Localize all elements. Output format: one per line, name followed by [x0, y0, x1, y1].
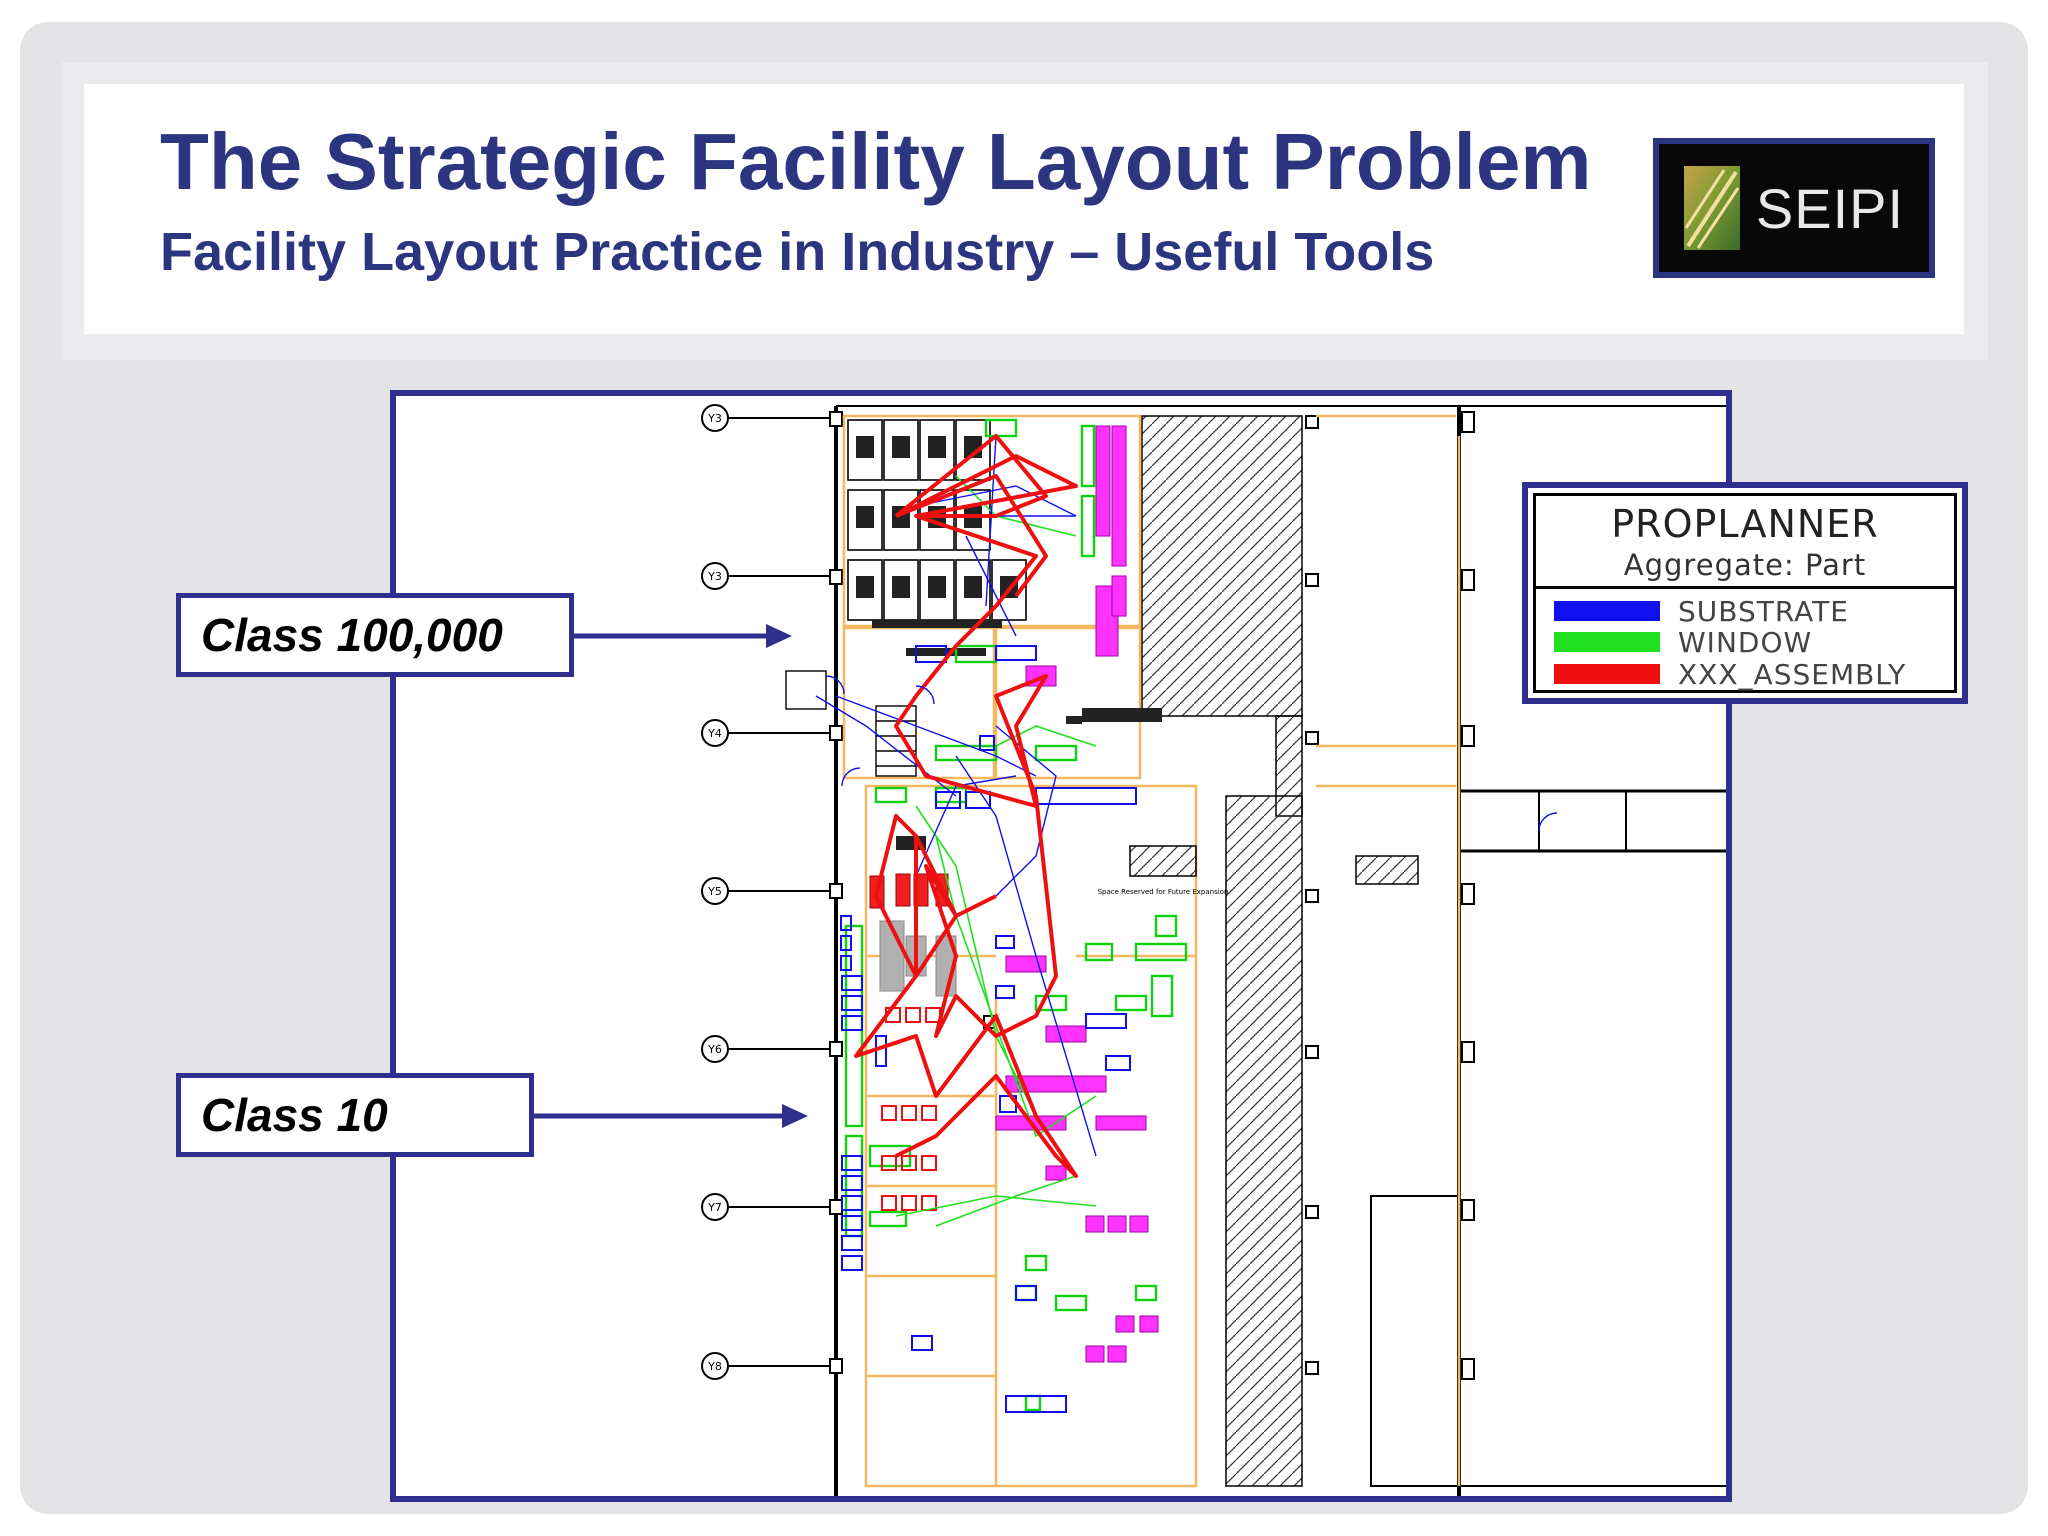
stairs — [785, 670, 917, 777]
grid-label: Y4 — [707, 727, 722, 740]
legend-label: WINDOW — [1678, 625, 1813, 659]
callout-label: Class 10 — [201, 1089, 388, 1141]
grid-label: Y3 — [707, 412, 722, 425]
grid-label: Y6 — [707, 1043, 722, 1056]
class-10-callout: Class 10 — [176, 1073, 534, 1157]
legend-item-window: WINDOW — [1554, 625, 1813, 659]
legend-box: PROPLANNER Aggregate: Part SUBSTRATE WIN… — [1533, 493, 1957, 693]
proplanner-legend: PROPLANNER Aggregate: Part SUBSTRATE WIN… — [1522, 482, 1968, 704]
grid-label: Y5 — [707, 885, 722, 898]
legend-swatch — [1554, 664, 1660, 684]
legend-divider — [1536, 586, 1954, 589]
seipi-logo: SEIPI — [1653, 138, 1935, 278]
header-panel — [84, 84, 1964, 334]
column-grid-labels: Y3 Y3 Y4 Y5 Y6 Y7 Y8 — [707, 412, 722, 1373]
callout-label: Class 100,000 — [201, 609, 503, 661]
class-100000-arrow — [570, 624, 792, 648]
legend-swatch — [1554, 601, 1660, 621]
legend-label: SUBSTRATE — [1678, 594, 1849, 628]
door-swings — [825, 675, 1558, 832]
reserved-area-label: Space Reserved for Future Expansion — [1098, 888, 1229, 896]
legend-title: PROPLANNER — [1611, 502, 1879, 546]
legend-swatch — [1554, 632, 1660, 652]
floor-plan: Y3 Y3 Y4 Y5 Y6 Y7 Y8 — [390, 390, 1732, 1502]
grid-label: Y7 — [707, 1201, 722, 1214]
column-grid-markers — [701, 404, 836, 1380]
logo-mark-icon — [1683, 166, 1740, 250]
legend-item-substrate: SUBSTRATE — [1554, 594, 1849, 628]
reserved-area — [1129, 845, 1197, 877]
hatched-zones — [1141, 415, 1419, 1487]
assembly-flow-lines — [854, 434, 1078, 1178]
class-100000-callout: Class 100,000 — [176, 593, 574, 677]
grid-label: Y8 — [707, 1360, 722, 1373]
legend-label: XXX_ASSEMBLY — [1678, 657, 1907, 691]
class-10-arrow — [530, 1104, 808, 1128]
grid-label: Y3 — [707, 570, 722, 583]
logo-text: SEIPI — [1755, 176, 1905, 240]
legend-subtitle: Aggregate: Part — [1623, 548, 1867, 582]
slide-title: The Strategic Facility Layout Problem — [160, 117, 1592, 206]
floor-plan-drawing: Y3 Y3 Y4 Y5 Y6 Y7 Y8 — [701, 404, 1726, 1496]
slide-subtitle: Facility Layout Practice in Industry – U… — [160, 222, 1435, 282]
legend-item-assembly: XXX_ASSEMBLY — [1554, 657, 1907, 691]
